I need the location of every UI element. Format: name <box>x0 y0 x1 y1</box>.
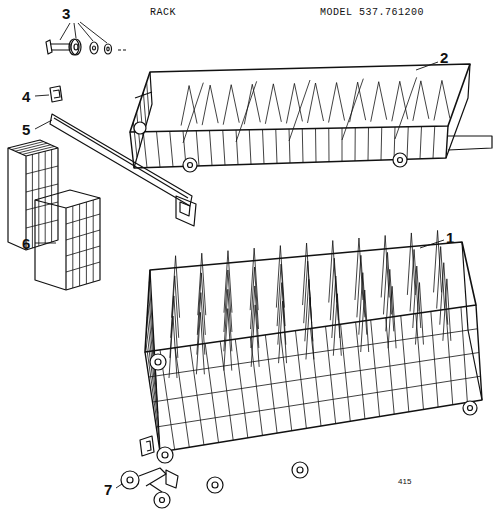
model-number: MODEL 537.761200 <box>320 8 424 18</box>
bolt-and-washers <box>46 39 126 55</box>
callout-number: 7 <box>104 482 112 497</box>
callout-number: 5 <box>22 122 30 137</box>
lower-rack <box>145 230 482 493</box>
callout-number: 1 <box>446 230 454 245</box>
silverware-baskets <box>8 140 100 290</box>
header-text: RACK <box>150 8 176 18</box>
figure-number: 415 <box>398 478 411 486</box>
callout-number: 4 <box>22 89 30 104</box>
callout-number: 6 <box>22 236 30 251</box>
rack-clip <box>50 86 62 102</box>
roller-assembly <box>121 436 178 508</box>
upper-rack <box>130 64 492 172</box>
callout-number: 2 <box>440 50 448 65</box>
callout-number: 3 <box>62 6 70 21</box>
